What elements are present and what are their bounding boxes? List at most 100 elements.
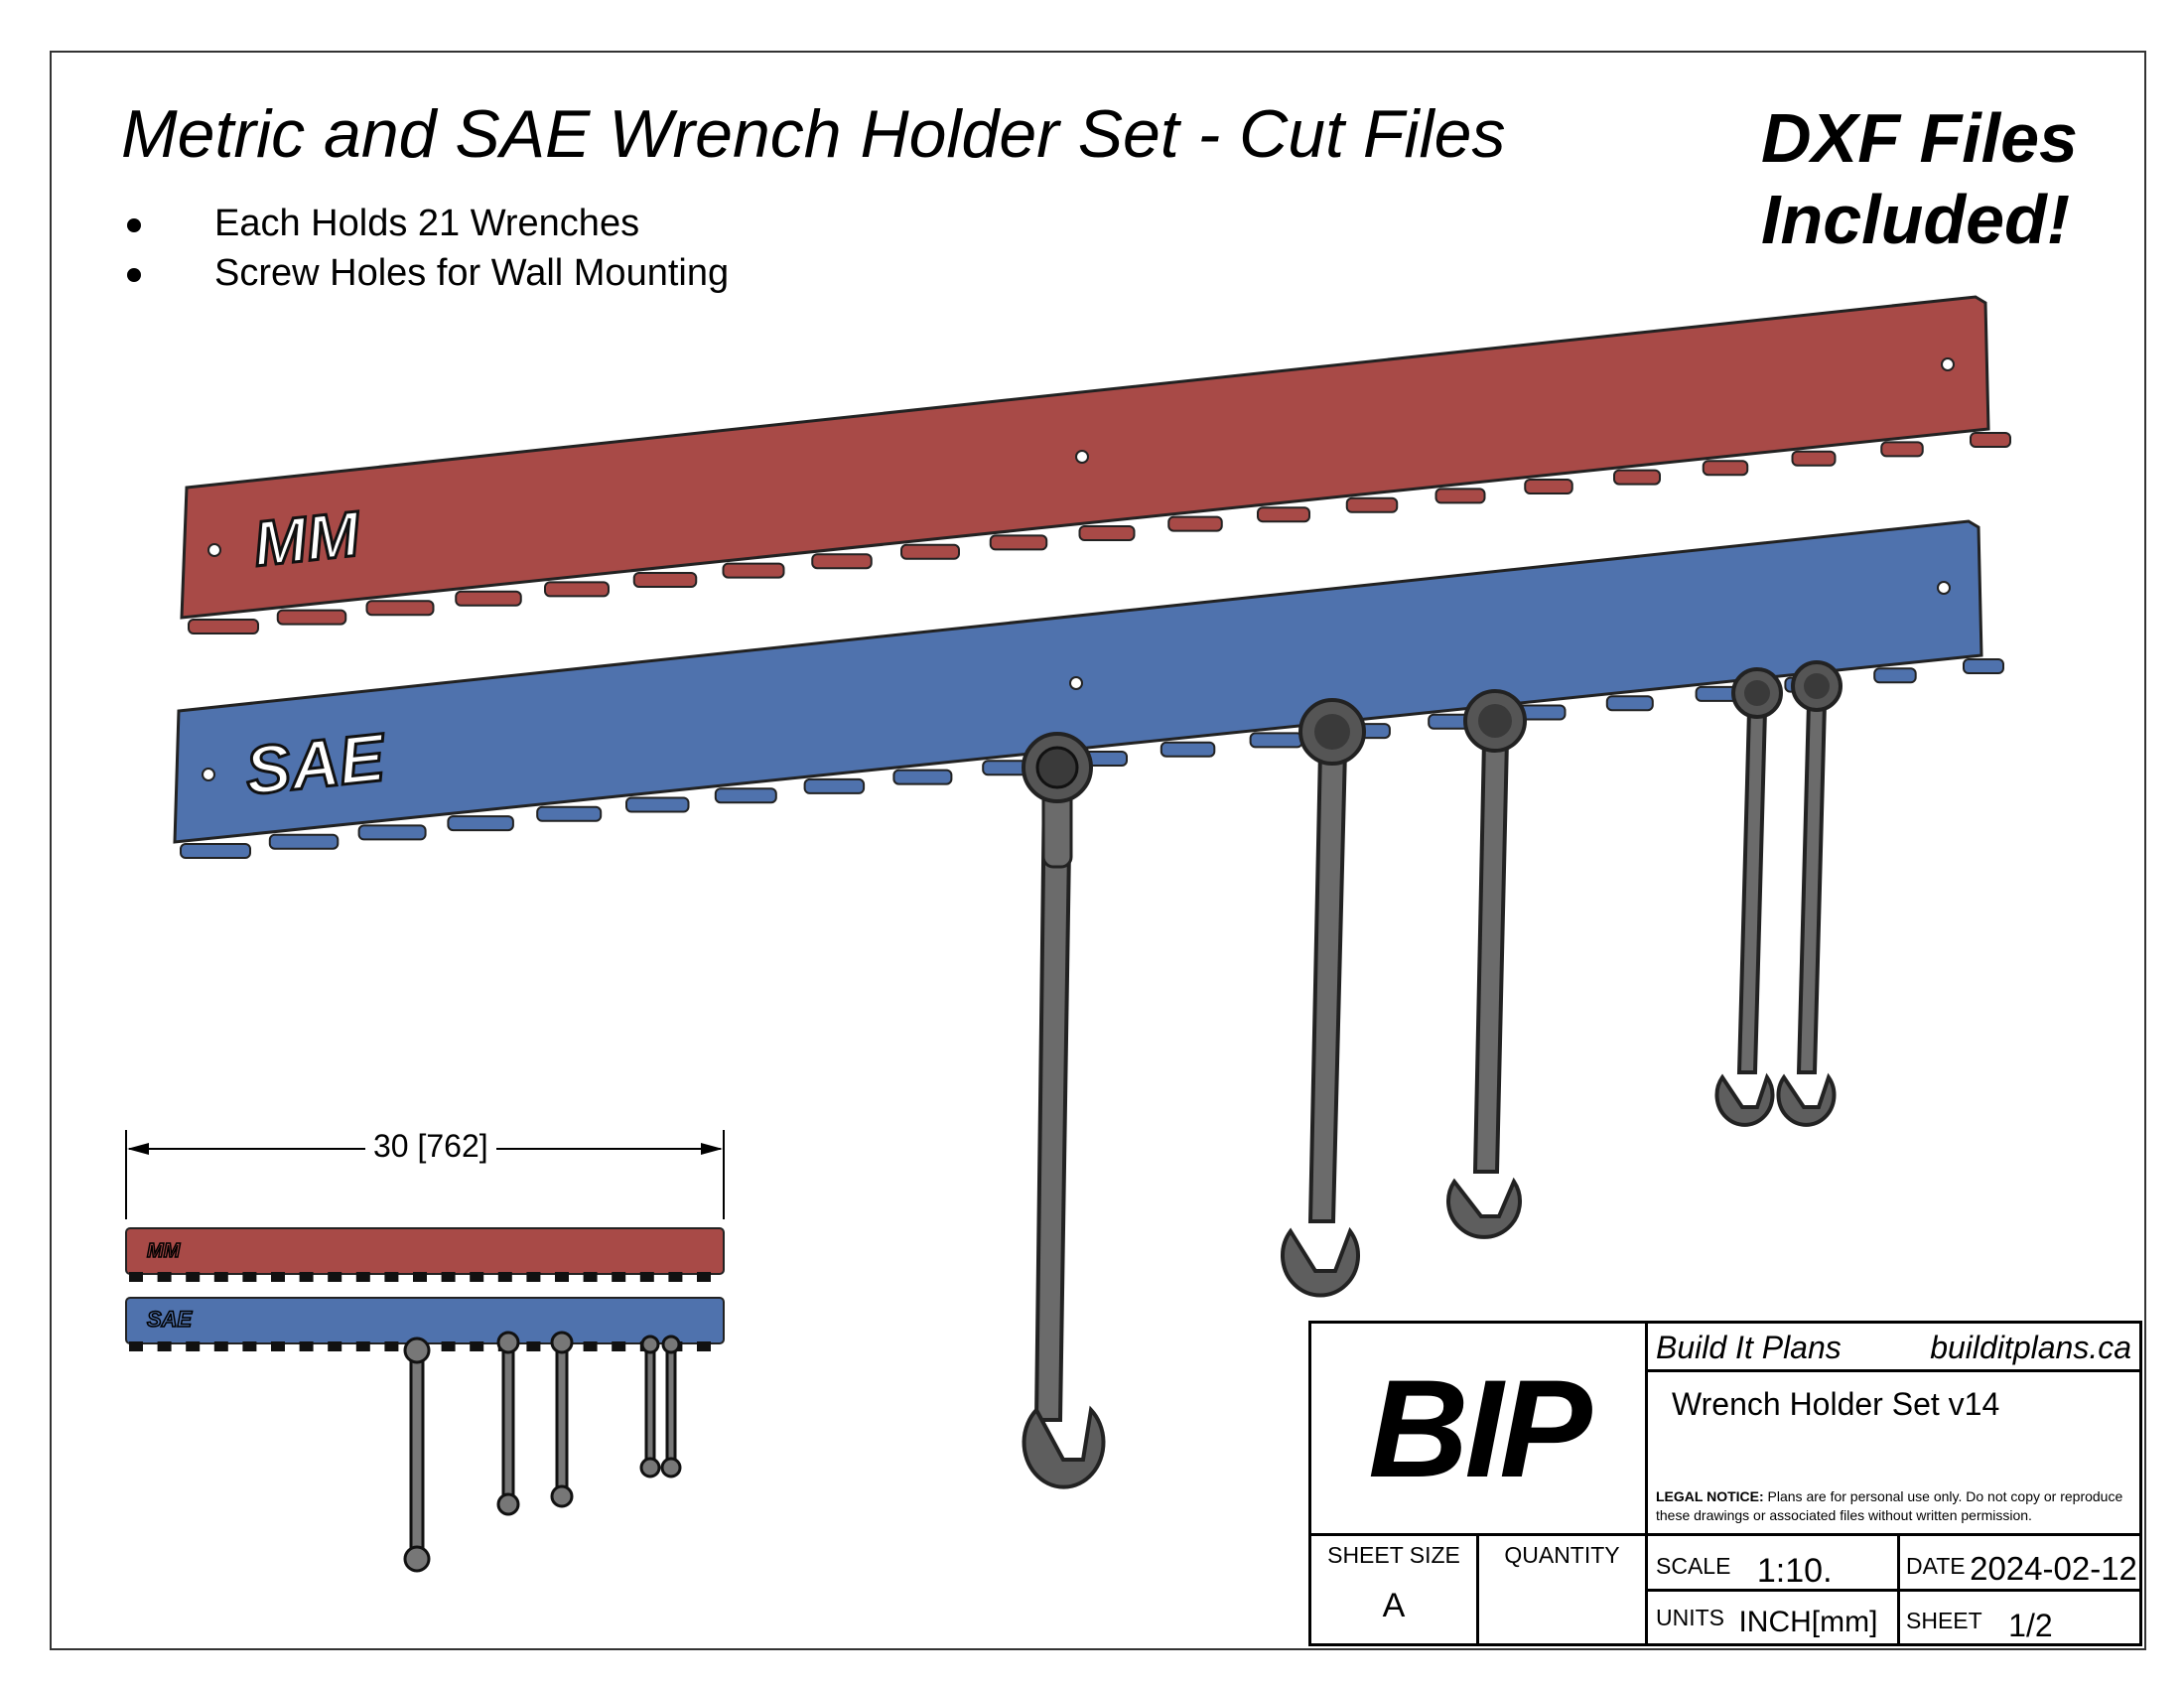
hook-tooth — [268, 833, 340, 850]
hook-tooth — [1249, 732, 1303, 749]
hook-tooth — [697, 1272, 711, 1282]
dxf-badge-line2: Included! — [1761, 181, 2071, 258]
hook-tooth — [1345, 496, 1399, 513]
hook-tooth — [188, 619, 259, 634]
hook-tooth — [811, 553, 873, 570]
hook-tooth — [526, 1341, 541, 1351]
hook-tooth — [1880, 441, 1924, 458]
hook-tooth — [1702, 460, 1749, 477]
company-website: builditplans.ca — [1930, 1330, 2131, 1365]
bullet-icon — [127, 267, 141, 282]
hook-tooth — [470, 1341, 484, 1351]
mm-holder: MM — [180, 295, 2011, 634]
hook-tooth — [271, 1341, 285, 1351]
hook-tooth — [892, 769, 953, 785]
bullet-text: Screw Holes for Wall Mounting — [214, 252, 730, 294]
wrench-icon — [1714, 667, 1783, 1127]
hook-tooth — [242, 1272, 257, 1282]
company-name: Build It Plans — [1656, 1330, 1842, 1365]
hook-tooth — [441, 1341, 456, 1351]
hook-tooth — [441, 1272, 456, 1282]
screw-hole-icon — [1941, 357, 1955, 371]
hook-tooth — [157, 1341, 172, 1351]
sheet-value: 1/2 — [2008, 1608, 2053, 1643]
hook-tooth — [555, 1272, 569, 1282]
sae-label-small: SAE — [147, 1307, 194, 1332]
sheet-size-value: A — [1382, 1587, 1406, 1624]
hook-tooth — [583, 1272, 598, 1282]
date-label: DATE — [1906, 1553, 1966, 1579]
dxf-badge-line1: DXF Files — [1761, 99, 2078, 177]
screw-hole-icon — [1075, 450, 1089, 464]
sheet-label: SHEET — [1906, 1608, 1982, 1633]
hook-tooth — [276, 609, 347, 626]
bullet-item: Screw Holes for Wall Mounting — [127, 252, 729, 295]
scale-value: 1:10. — [1756, 1552, 1833, 1590]
hook-tooth — [1078, 525, 1136, 541]
bullet-icon — [127, 217, 141, 232]
hook-tooth — [1434, 488, 1486, 504]
hook-tooth — [583, 1341, 598, 1351]
arrow-left-icon — [127, 1143, 149, 1155]
hook-tooth — [129, 1341, 143, 1351]
hook-tooth — [544, 581, 610, 598]
dimension-label: 30 [762] — [365, 1128, 496, 1165]
hook-tooth — [1167, 515, 1223, 532]
hook-tooth — [328, 1272, 342, 1282]
hook-tooth — [299, 1341, 314, 1351]
hook-tooth — [1963, 658, 2004, 674]
hook-tooth — [129, 1272, 143, 1282]
mm-label-small: MM — [147, 1240, 182, 1262]
hook-tooth — [526, 1272, 541, 1282]
hook-tooth — [497, 1272, 512, 1282]
units-label: UNITS — [1656, 1605, 1724, 1630]
hook-tooth — [384, 1341, 399, 1351]
hook-tooth — [632, 572, 698, 588]
hook-tooth — [213, 1341, 228, 1351]
hook-tooth — [180, 843, 251, 859]
hook-tooth — [299, 1272, 314, 1282]
screw-hole-icon — [207, 543, 221, 557]
hook-tooth — [1970, 432, 2011, 448]
scale-label: SCALE — [1656, 1553, 1731, 1579]
hook-tooth — [413, 1272, 427, 1282]
wrench-icon — [1281, 698, 1366, 1298]
hook-tooth — [639, 1272, 654, 1282]
hook-tooth — [900, 543, 960, 560]
dxf-badge: DXF Files Included! — [1761, 97, 2078, 260]
hook-tooth — [1605, 695, 1654, 712]
hook-tooth — [242, 1341, 257, 1351]
hook-tooth — [355, 1341, 370, 1351]
units-value: INCH[mm] — [1738, 1606, 1878, 1638]
hook-tooth — [1873, 667, 1917, 684]
hook-tooth — [355, 1272, 370, 1282]
sae-label: SAE — [242, 719, 391, 808]
hook-tooth — [803, 777, 866, 794]
screw-hole-icon — [1937, 581, 1951, 595]
hook-tooth — [1257, 506, 1310, 523]
wrench-icon — [1776, 660, 1843, 1127]
date-value: 2024-02-12 — [1970, 1550, 2137, 1587]
hook-tooth — [271, 1272, 285, 1282]
company-logo: BIP — [1368, 1349, 1591, 1506]
hook-tooth — [213, 1272, 228, 1282]
bullet-item: Each Holds 21 Wrenches — [127, 203, 639, 245]
hook-tooth — [365, 600, 435, 617]
hook-tooth — [186, 1272, 201, 1282]
hook-tooth — [1613, 469, 1661, 486]
front-view: MM SAE — [125, 1130, 725, 1573]
wrench-icon — [1446, 689, 1527, 1239]
hook-tooth — [357, 824, 427, 841]
legal-notice-label: LEGAL NOTICE: — [1656, 1488, 1764, 1504]
hook-tooth — [384, 1272, 399, 1282]
quantity-label: QUANTITY — [1504, 1542, 1620, 1568]
arrow-right-icon — [701, 1143, 723, 1155]
bullet-text: Each Holds 21 Wrenches — [214, 203, 640, 244]
hook-tooth — [536, 805, 603, 822]
screw-hole-icon — [202, 768, 215, 781]
wrench-icon — [1022, 732, 1106, 1489]
hook-tooth — [668, 1272, 683, 1282]
drawing-title: Wrench Holder Set v14 — [1672, 1386, 2000, 1422]
hook-tooth — [714, 787, 777, 804]
